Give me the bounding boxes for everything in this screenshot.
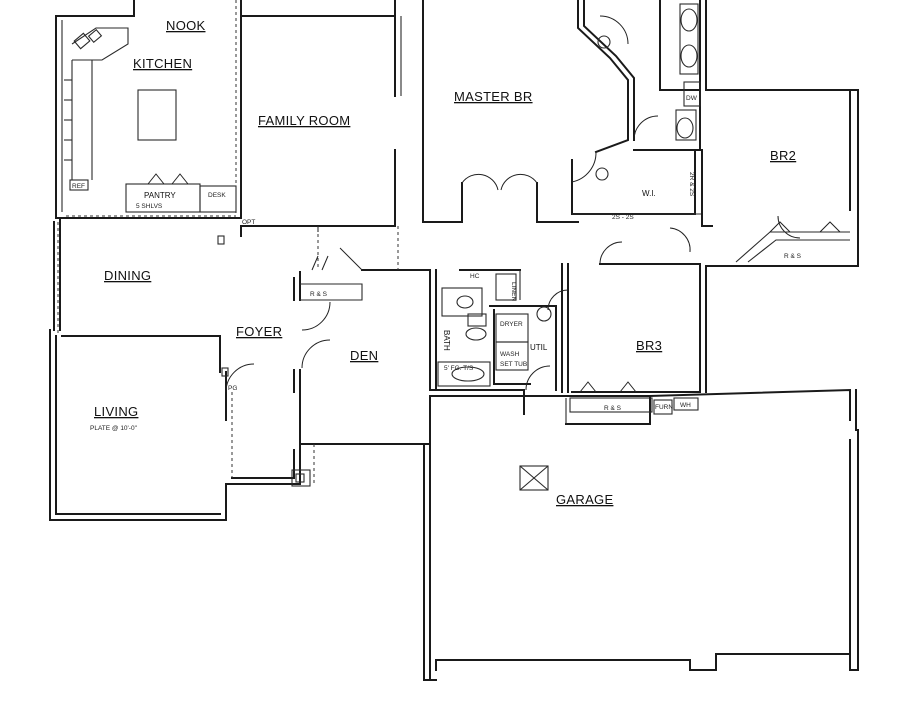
wh-note: WH (680, 402, 691, 409)
util-label: UTIL (530, 343, 548, 352)
doors (225, 173, 801, 393)
living-note: PLATE @ 10'-0" (90, 425, 138, 432)
kitchen-label: KITCHEN (133, 56, 192, 71)
family-room-label: FAMILY ROOM (258, 113, 350, 128)
dw-note: DW (686, 95, 698, 102)
foyer-label: FOYER (236, 324, 282, 339)
dryer-note: DRYER (500, 321, 523, 328)
pantry-label: PANTRY (144, 191, 176, 200)
nook-label: NOOK (166, 18, 206, 33)
garage-label: GARAGE (556, 492, 613, 507)
wi-label: W.I. (642, 189, 656, 198)
closets (569, 221, 850, 415)
den-closet-note: R & S (310, 291, 328, 298)
wi-side-note: 2R & 2S (688, 172, 695, 197)
master-br-label: MASTER BR (454, 89, 533, 104)
washer-note: WASH (500, 351, 520, 358)
opt-note: OPT (242, 219, 255, 226)
den-label: DEN (350, 348, 378, 363)
garage-fixtures (221, 367, 549, 491)
br2-label: BR2 (770, 148, 796, 163)
linen-note: LINEN (510, 282, 517, 301)
kitchen-fixtures (64, 27, 237, 245)
set-tub-note: SET TUB (500, 361, 527, 368)
dashed-lines (57, 0, 399, 484)
hc-note: HC (470, 273, 480, 280)
living-label: LIVING (94, 404, 138, 419)
br2-closet-note: R & S (784, 253, 802, 260)
den-closet (300, 255, 363, 301)
wi-shelf-note: 2S - 2S (612, 214, 634, 221)
dining-label: DINING (104, 268, 151, 283)
br3-label: BR3 (636, 338, 662, 353)
bath-fixtures (437, 273, 552, 387)
pantry-shelves-note: 5 SHLVS (136, 203, 163, 210)
fg-tub-note: 5' FG. T/S (444, 365, 474, 372)
ref-note: REF (72, 183, 85, 190)
br3-closet-note: R & S (604, 405, 622, 412)
pg-note: PG (228, 385, 237, 392)
master-bath-fixtures (571, 3, 701, 183)
desk-label: DESK (208, 192, 226, 199)
bath-label: BATH (442, 330, 451, 351)
furn-note: FURN (655, 404, 673, 411)
